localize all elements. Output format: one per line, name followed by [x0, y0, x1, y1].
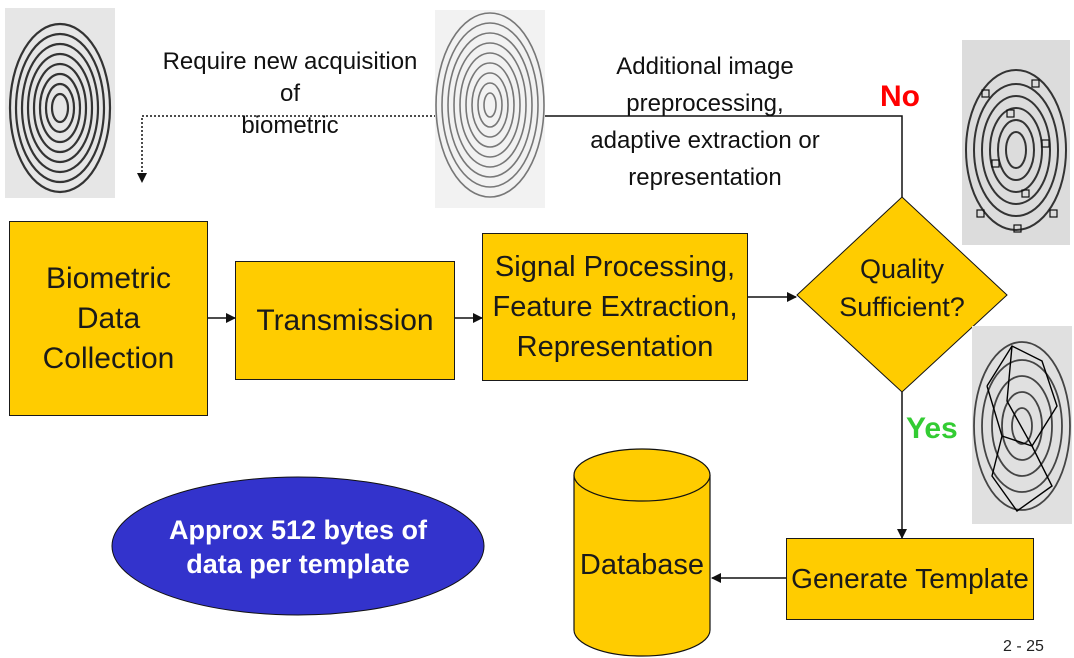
template-size-ellipse	[111, 476, 485, 616]
fingerprint-minutiae-image	[962, 40, 1070, 245]
fingerprint-image	[435, 10, 545, 208]
yes-label: Yes	[906, 412, 958, 445]
transmission-box: Transmission	[235, 261, 455, 380]
database-cylinder	[573, 448, 711, 657]
no-feedback-line	[545, 115, 903, 197]
reacquire-dotted-line	[137, 115, 440, 183]
page-number: 2 - 25	[1003, 638, 1044, 655]
database-label: Database	[579, 549, 705, 581]
signal-processing-box: Signal Processing, Feature Extraction, R…	[482, 233, 748, 381]
reacquire-annotation: Require new acquisition of biometric	[162, 48, 418, 139]
generate-template-box: Generate Template	[786, 538, 1034, 620]
no-label: No	[880, 80, 920, 113]
decision-diamond	[796, 196, 1008, 393]
fingerprint-ridge-graph-image	[972, 326, 1072, 524]
preprocess-annotation: Additional image preprocessing, adaptive…	[590, 53, 820, 191]
fingerprint-image	[5, 8, 115, 198]
template-size-text: Approx 512 bytes of data per template	[168, 515, 428, 579]
biometric-data-collection-box: Biometric Data Collection	[9, 221, 208, 416]
decision-label: Quality Sufficient?	[839, 254, 965, 322]
